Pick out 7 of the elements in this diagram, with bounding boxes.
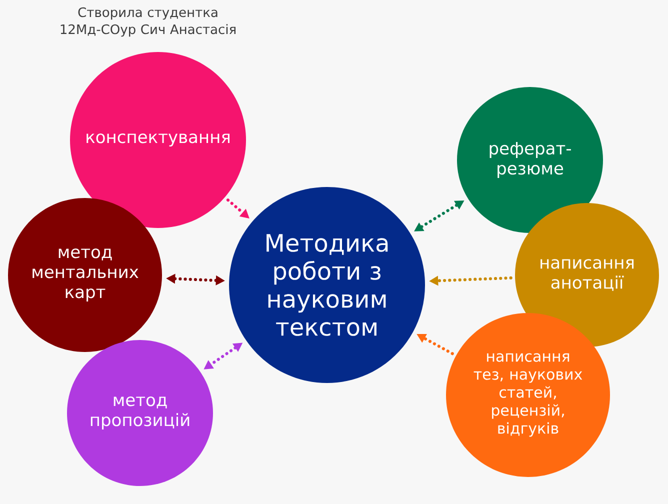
arrow: [414, 200, 464, 232]
author-note: Створила студентка 12Мд-СОур Сич Анастасія: [60, 7, 236, 37]
arrow: [226, 198, 250, 218]
arrow: [429, 276, 512, 286]
arrow: [204, 342, 243, 370]
arrow: [166, 274, 225, 286]
arrow: [416, 334, 454, 356]
